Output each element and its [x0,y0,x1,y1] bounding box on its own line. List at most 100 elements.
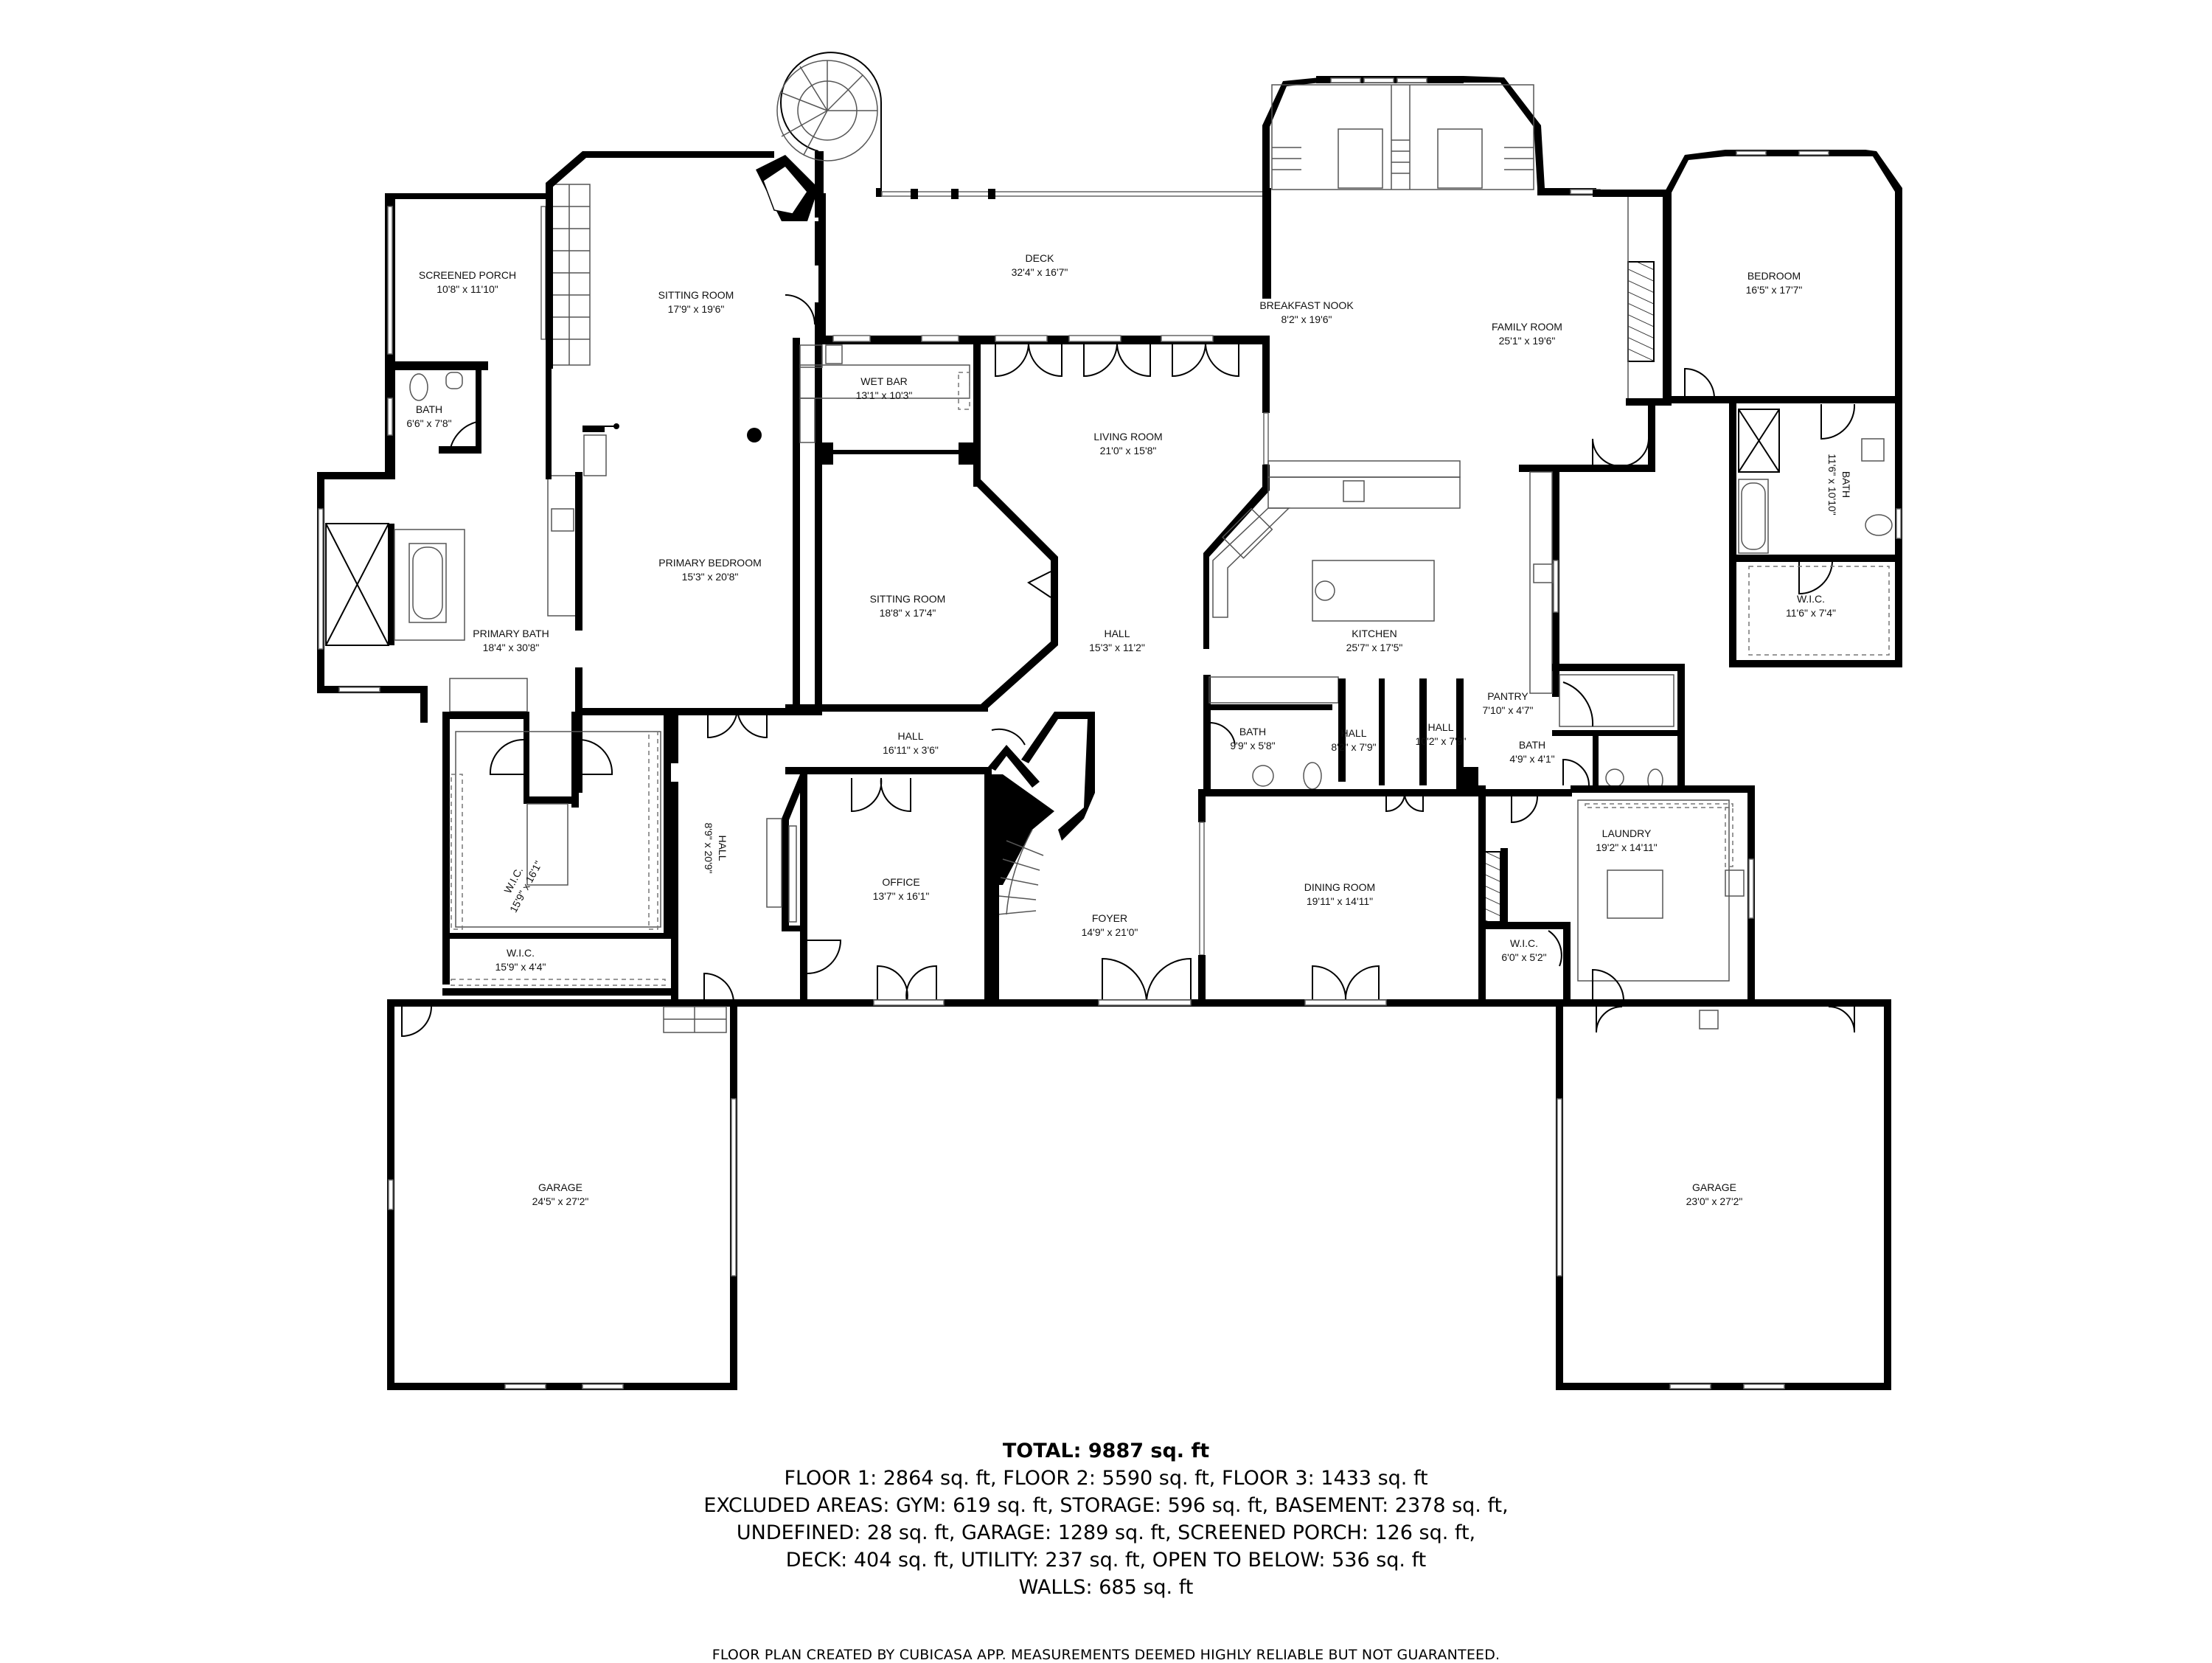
excluded-areas-line-1: EXCLUDED AREAS: GYM: 619 sq. ft, STORAGE… [703,1494,1509,1517]
excluded-areas-line-2: UNDEFINED: 28 sq. ft, GARAGE: 1289 sq. f… [736,1521,1476,1544]
room-dimensions: 18'4" x 30'8" [482,642,540,653]
room-label-family-room: FAMILY ROOM 25'1" x 19'6" [1492,320,1562,348]
room-name: WET BAR [860,375,908,388]
wic-large-walls [442,712,671,996]
room-name: HALL [716,835,728,861]
room-dimensions: 10'8" x 11'10" [437,283,498,295]
room-dimensions: 9'9" x 5'8" [1230,740,1276,751]
room-dimensions: 17'9" x 19'6" [667,303,725,315]
room-dimensions: 16'11" x 3'6" [883,744,939,756]
room-dimensions: 7'10" x 4'7" [1482,704,1534,716]
room-dimensions: 14'9" x 21'0" [1081,926,1138,938]
room-name: SITTING ROOM [869,593,946,605]
room-dimensions: 15'9" x 4'4" [495,961,546,973]
room-name: BATH [415,403,443,416]
deck-walls [818,188,1271,378]
room-dimensions: 19'11" x 14'11" [1306,895,1374,907]
room-name: HALL [1340,727,1367,740]
room-name: W.I.C. [1509,937,1539,950]
room-dimensions: 8'9" x 20'9" [703,822,714,874]
room-dimensions: 21'0" x 15'8" [1099,445,1157,456]
excluded-areas-line-3: DECK: 404 sq. ft, UTILITY: 237 sq. ft, O… [785,1549,1427,1572]
room-name: W.I.C. [506,947,535,959]
room-label-sitting-room-2: SITTING ROOM 18'8" x 17'4" [870,592,946,620]
room-name: PRIMARY BEDROOM [658,557,762,569]
stair-left [549,184,591,366]
room-label-wic-3: W.I.C.6'0" x 5'2" [1501,937,1546,965]
garage-2-walls [1556,999,1891,1390]
room-name: SCREENED PORCH [418,269,517,282]
room-dimensions: 11'6" x 7'4" [1786,607,1836,619]
family-room-walls [1265,190,1672,406]
room-label-primary-bath: PRIMARY BATH 18'4" x 30'8" [473,627,549,655]
room-name: BREAKFAST NOOK [1259,299,1354,312]
bath-2-walls [1729,402,1902,667]
room-dimensions: 8'2" x 7'9" [1331,741,1377,753]
room-dimensions: 16'5" x 17'7" [1745,284,1803,296]
credit-disclaimer: FLOOR PLAN CREATED BY CUBICASA APP. MEAS… [712,1647,1500,1663]
foyer-walls [988,712,1206,1003]
room-dimensions: 6'6" x 7'8" [406,417,452,429]
room-dimensions: 15'3" x 20'8" [681,571,739,583]
room-dimensions: 24'5" x 27'2" [532,1195,589,1207]
house-bottom-wall [442,999,1755,1007]
room-dimensions: 4'9" x 4'1" [1509,753,1555,765]
room-dimensions: 19'2" x 14'11" [1596,841,1658,853]
room-label-wic-4: W.I.C. 15'9" x 4'4" [495,946,546,974]
room-name: LAUNDRY [1601,827,1652,840]
room-dimensions: 13'1" x 10'3" [855,389,913,401]
room-name: GARAGE [538,1181,582,1194]
room-name: HALL [1427,721,1454,734]
dining-laundry-walls [1203,785,1755,1003]
room-name: FAMILY ROOM [1492,321,1562,333]
room-name: DINING ROOM [1304,881,1376,894]
room-dimensions: 25'7" x 17'5" [1346,642,1403,653]
room-dimensions: 6'0" x 5'2" [1501,951,1547,963]
room-dimensions: 15'3" x 11'2" [1089,642,1145,653]
spiral-stair [756,52,883,221]
room-dimensions: 8'2" x 19'6" [1281,313,1332,325]
room-dimensions: 23'0" x 27'2" [1686,1195,1743,1207]
stair-bay [1262,76,1601,195]
room-dimensions: 11'6" x 10'10" [1826,454,1838,515]
room-dimensions: 18'8" x 17'4" [879,607,936,619]
bedroom-walls [1663,150,1902,403]
room-label-primary-bedroom: PRIMARY BEDROOM 15'3" x 20'8" [658,556,762,584]
room-label-bath-3: BATH 9'9" x 5'8" [1230,725,1275,753]
primary-bedroom-walls [546,369,822,715]
room-dimensions: 10'2" x 7'9" [1415,735,1467,747]
room-name: HALL [897,730,924,743]
room-dimensions: 25'1" x 19'6" [1498,335,1556,347]
room-name: LIVING ROOM [1093,431,1163,443]
wet-bar-walls [793,338,1058,712]
room-name: PRIMARY BATH [473,628,549,640]
walls-area-line: WALLS: 685 sq. ft [1018,1576,1194,1599]
total-area: TOTAL: 9887 sq. ft [1002,1440,1210,1462]
office-walls [671,707,992,1004]
room-name: W.I.C. [1796,593,1826,605]
room-dimensions: 13'7" x 16'1" [872,890,930,902]
room-name: BATH [1239,726,1267,738]
room-label-wic-1: W.I.C. 11'6" x 7'4" [1786,592,1836,620]
kitchen-walls [1203,339,1655,697]
floor-areas-line: FLOOR 1: 2864 sq. ft, FLOOR 2: 5590 sq. … [784,1467,1428,1490]
room-dimensions: 32'4" x 16'7" [1011,266,1068,278]
